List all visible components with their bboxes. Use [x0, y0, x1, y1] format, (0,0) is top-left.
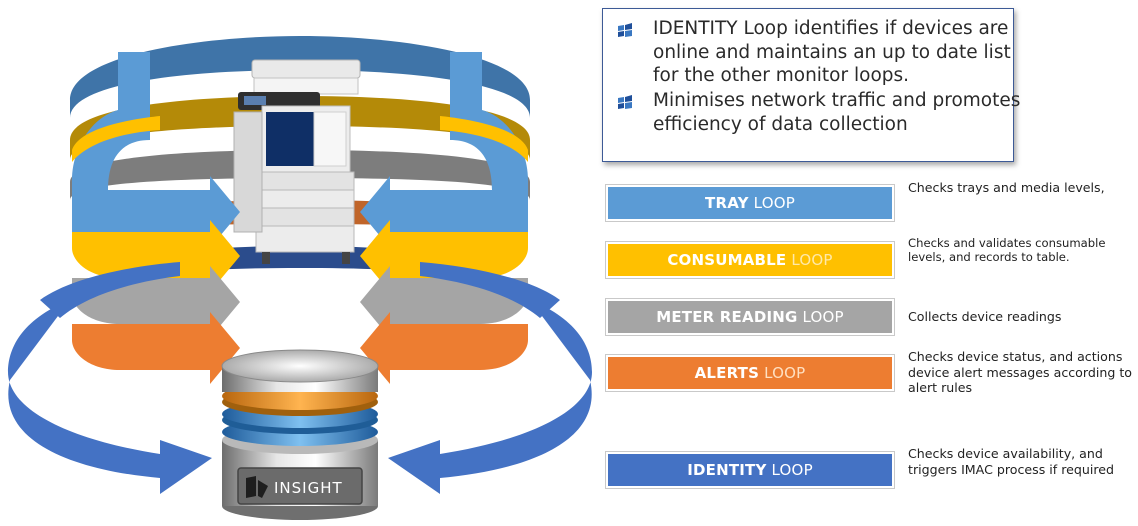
tray-loop-bar: TRAY LOOP: [605, 184, 895, 222]
windows-flag-icon: [618, 95, 632, 109]
insight-logo-text: INSIGHT: [274, 479, 343, 497]
alerts-loop-description: Checks device status, and actions device…: [908, 349, 1132, 396]
loop-bar-suffix: LOOP: [764, 364, 806, 382]
windows-flag-icon: [618, 23, 632, 37]
identity-loop-arrows: [8, 262, 592, 494]
identity-loop-bar: IDENTITY LOOP: [605, 451, 895, 489]
insight-logo: INSIGHT: [237, 467, 363, 505]
callout-bullet-1: IDENTITY Loop identifies if devices are …: [615, 17, 1023, 88]
loop-bar-title: TRAY: [705, 194, 749, 212]
alerts-loop-arrows: [72, 312, 528, 384]
loop-bar-suffix: LOOP: [791, 251, 833, 269]
loop-bar-title: METER READING: [656, 308, 798, 326]
callout-bullet-2: Minimises network traffic and promotes e…: [615, 89, 1023, 136]
tray-loop-description: Checks trays and media levels,: [908, 180, 1105, 195]
printer-icon: [233, 59, 361, 264]
meter-reading-loop-description: Collects device readings: [908, 309, 1062, 324]
meter-reading-loop-bar: METER READING LOOP: [605, 298, 895, 336]
insight-logo-mark-icon: [246, 476, 268, 498]
loop-bar-title: CONSUMABLE: [667, 251, 787, 269]
tray-loop-arrows: [72, 52, 528, 248]
callout-bullet-text: IDENTITY Loop identifies if devices are …: [653, 18, 1011, 86]
loop-diagram: INSIGHT: [8, 36, 592, 520]
loop-bar-title: IDENTITY: [687, 461, 767, 479]
alerts-loop-bar: ALERTS LOOP: [605, 354, 895, 392]
identity-callout: IDENTITY Loop identifies if devices are …: [602, 8, 1020, 162]
identity-loop-description: Checks device availability, and triggers…: [908, 446, 1114, 477]
loop-bar-title: ALERTS: [694, 364, 760, 382]
loop-bar-suffix: LOOP: [771, 461, 813, 479]
loop-bar-suffix: LOOP: [753, 194, 795, 212]
callout-bullet-text: Minimises network traffic and promotes e…: [653, 90, 1021, 135]
loop-bar-suffix: LOOP: [802, 308, 844, 326]
consumable-loop-description: Checks and validates consumable levels, …: [908, 236, 1106, 264]
consumable-loop-bar: CONSUMABLE LOOP: [605, 241, 895, 279]
